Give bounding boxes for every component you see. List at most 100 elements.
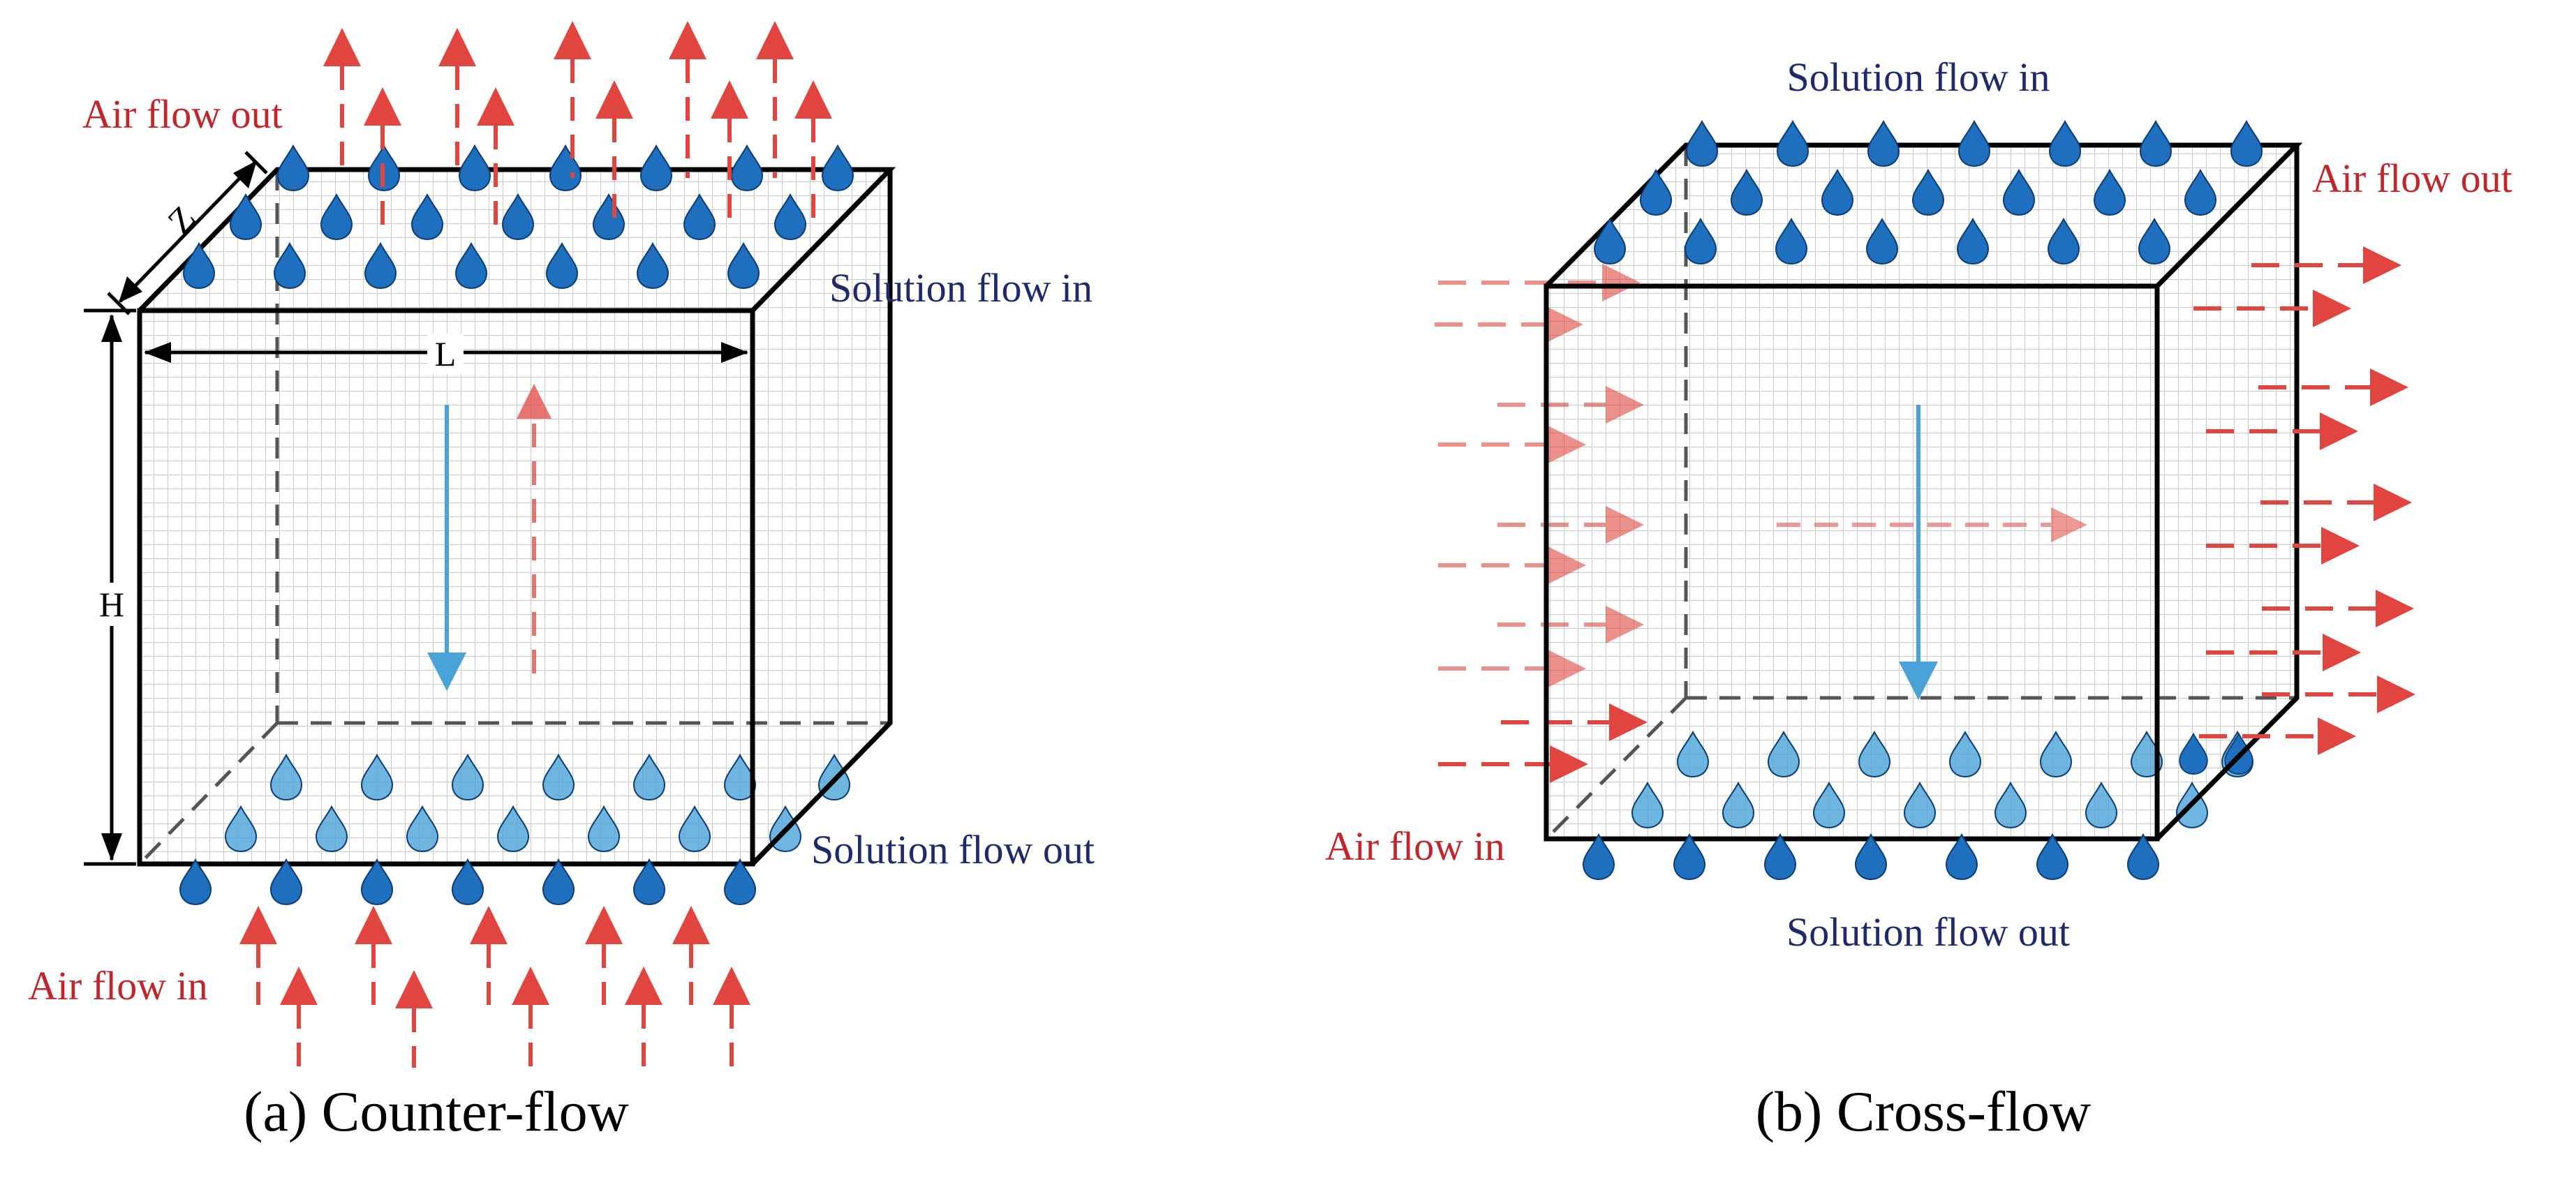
caption-b: (b) Cross-flow: [1756, 1080, 2092, 1143]
hidden-edges-a: [138, 170, 890, 865]
solution-drops-out-a: [179, 859, 756, 905]
air-flow-arrow-b: [1777, 507, 2087, 542]
air-out-arrow-icon: [2260, 484, 2412, 521]
box-edges-a: [137, 167, 896, 867]
drop-icon: [633, 859, 665, 905]
air-in-arrow-icon: [239, 906, 277, 1005]
air-out-arrow-icon: [2251, 246, 2401, 284]
air-in-arrows-b: [1435, 264, 1648, 783]
drop-icon: [1673, 834, 1705, 880]
drop-icon: [542, 859, 575, 905]
drop-icon: [822, 145, 854, 191]
solution-flow-arrow-a: [427, 405, 466, 691]
box-edges-b: [1544, 142, 2303, 842]
air-in-label-b: Air flow in: [1325, 823, 1505, 869]
drop-icon: [1855, 834, 1887, 880]
air-in-arrow-icon: [395, 970, 433, 1068]
air-in-arrow-icon: [1497, 506, 1644, 544]
air-out-arrow-icon: [2206, 412, 2358, 450]
air-in-arrow-icon: [1438, 264, 1641, 301]
air-in-arrow-icon: [512, 967, 549, 1068]
drop-icon: [179, 859, 212, 905]
air-in-arrow-icon: [672, 906, 710, 1005]
air-out-arrow-icon: [2258, 368, 2408, 406]
drop-icon: [2230, 121, 2263, 167]
air-out-arrow-icon: [2206, 527, 2360, 565]
air-in-arrow-icon: [280, 967, 318, 1068]
drop-icon: [1686, 121, 1718, 167]
drop-icon: [1867, 121, 1900, 167]
front-face-b: [1546, 286, 2157, 839]
drop-icon: [1583, 834, 1615, 880]
side-face-b: [2157, 145, 2297, 839]
air-in-arrow-icon: [1438, 426, 1586, 463]
solution-in-label-b: Solution flow in: [1786, 54, 2050, 100]
drop-icon: [1764, 834, 1796, 880]
air-out-arrow-icon: [2262, 676, 2415, 713]
air-out-arrow-icon: [2199, 717, 2356, 755]
drop-icon: [724, 859, 756, 905]
counter-flow-panel: L H Z Air flow out Solution flow in Solu…: [28, 21, 1095, 1143]
drop-icon: [452, 859, 484, 905]
air-out-arrow-icon: [2193, 290, 2351, 327]
air-in-arrow-icon: [1438, 745, 1588, 783]
drop-icon: [2140, 121, 2172, 167]
air-in-arrow-icon: [625, 967, 662, 1068]
air-in-arrow-icon: [1438, 546, 1586, 584]
cross-flow-panel: Solution flow in Air flow out Air flow i…: [1325, 54, 2512, 1143]
side-face-a: [753, 170, 890, 864]
drop-icon: [640, 145, 672, 191]
air-in-arrow-icon: [1501, 703, 1648, 741]
air-out-arrow-icon: [711, 80, 748, 230]
air-out-arrow-icon: [477, 87, 515, 230]
solution-out-label-a: Solution flow out: [811, 827, 1095, 872]
drop-icon: [1777, 121, 1809, 167]
air-out-arrow-icon: [756, 21, 794, 178]
air-flow-arrow-a: [517, 384, 552, 673]
air-out-arrows-a: [323, 21, 832, 230]
solution-flow-arrow-b: [1899, 405, 1938, 700]
drop-icon: [277, 145, 309, 191]
air-out-label-a: Air flow out: [82, 91, 283, 137]
drop-icon: [2049, 121, 2081, 167]
air-out-arrow-icon: [554, 21, 591, 178]
drop-icon: [1958, 121, 1990, 167]
dimension-l-label: L: [435, 334, 457, 373]
air-in-arrow-icon: [1497, 606, 1644, 643]
air-out-arrow-icon: [595, 80, 633, 230]
dimension-z-label: Z: [160, 198, 203, 241]
air-in-arrow-icon: [1497, 386, 1644, 424]
drop-icon: [459, 145, 491, 191]
solution-in-label-a: Solution flow in: [829, 265, 1093, 311]
drop-icon: [270, 859, 302, 905]
drop-icon: [2127, 834, 2159, 880]
dimension-h-label: H: [99, 585, 124, 624]
air-in-label-a: Air flow in: [28, 963, 208, 1008]
caption-a: (a) Counter-flow: [244, 1080, 629, 1143]
air-out-arrow-icon: [669, 21, 706, 178]
air-out-arrows-b: [2193, 246, 2415, 755]
air-in-arrow-icon: [355, 906, 392, 1005]
drop-icon: [2036, 834, 2068, 880]
air-in-arrows-a: [239, 906, 750, 1068]
air-out-arrow-icon: [2262, 590, 2414, 627]
solution-out-label-b: Solution flow out: [1786, 909, 2070, 955]
solution-drops-out-b: [1583, 834, 2159, 880]
air-in-arrow-icon: [470, 906, 508, 1005]
air-in-arrow-icon: [585, 906, 623, 1005]
air-out-arrow-icon: [323, 28, 361, 178]
dimension-z: [107, 151, 268, 315]
drop-icon: [1946, 834, 1978, 880]
air-in-arrow-icon: [713, 967, 750, 1068]
air-out-arrow-icon: [2206, 634, 2361, 671]
hidden-edges-b: [1545, 145, 2297, 840]
air-in-arrow-icon: [1438, 650, 1586, 687]
dimension-l: [144, 334, 748, 374]
air-out-arrow-icon: [794, 80, 832, 230]
drop-icon: [731, 145, 763, 191]
air-out-arrow-icon: [438, 28, 476, 178]
air-out-arrow-icon: [364, 87, 401, 230]
air-in-arrow-icon: [1435, 306, 1583, 343]
